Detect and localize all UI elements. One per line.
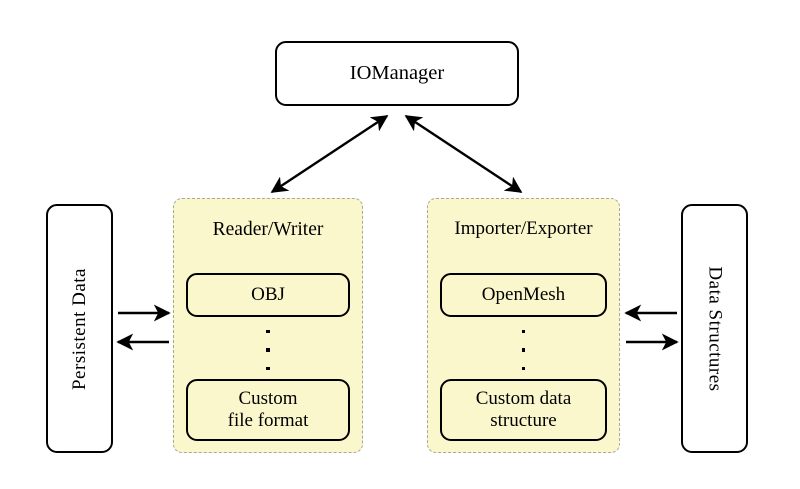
node-custom-data-structure-label-line2: structure (490, 410, 557, 431)
ellipsis-dot (521, 366, 526, 370)
ellipsis-dot (266, 330, 270, 334)
node-data-structures-label: Data Structures (704, 265, 726, 392)
group-importer-exporter[interactable]: Importer/Exporter OpenMesh Custom data s… (427, 198, 620, 453)
node-obj[interactable]: OBJ (186, 273, 350, 317)
node-custom-data-structure-label-line1: Custom data (475, 388, 572, 410)
node-openmesh[interactable]: OpenMesh (440, 273, 607, 317)
node-custom-file-format-label-line2: file format (227, 410, 309, 431)
group-reader-writer-title: Reader/Writer (212, 219, 324, 240)
importer-exporter-ellipsis-icon (428, 330, 619, 370)
group-reader-writer[interactable]: Reader/Writer OBJ Custom file format (173, 198, 363, 453)
connector-iomanager-importer-exporter (404, 114, 523, 194)
ellipsis-dot (521, 330, 526, 334)
ellipsis-dot (266, 366, 270, 370)
node-openmesh-label: OpenMesh (481, 284, 566, 305)
ellipsis-dot (266, 348, 270, 352)
node-persistent-data[interactable]: Persistent Data (46, 204, 113, 453)
reader-writer-ellipsis-icon (174, 330, 362, 370)
node-custom-file-format-label-line1: Custom (238, 388, 298, 410)
node-custom-file-format[interactable]: Custom file format (186, 379, 350, 441)
node-custom-data-structure[interactable]: Custom data structure (440, 379, 607, 441)
node-obj-label: OBJ (251, 284, 285, 305)
node-persistent-data-label: Persistent Data (68, 267, 90, 390)
node-data-structures[interactable]: Data Structures (681, 204, 748, 453)
node-iomanager-label: IOManager (349, 62, 445, 84)
node-iomanager[interactable]: IOManager (275, 41, 519, 106)
connector-iomanager-reader-writer (270, 114, 389, 194)
ellipsis-dot (521, 348, 526, 352)
group-importer-exporter-title: Importer/Exporter (454, 218, 593, 239)
